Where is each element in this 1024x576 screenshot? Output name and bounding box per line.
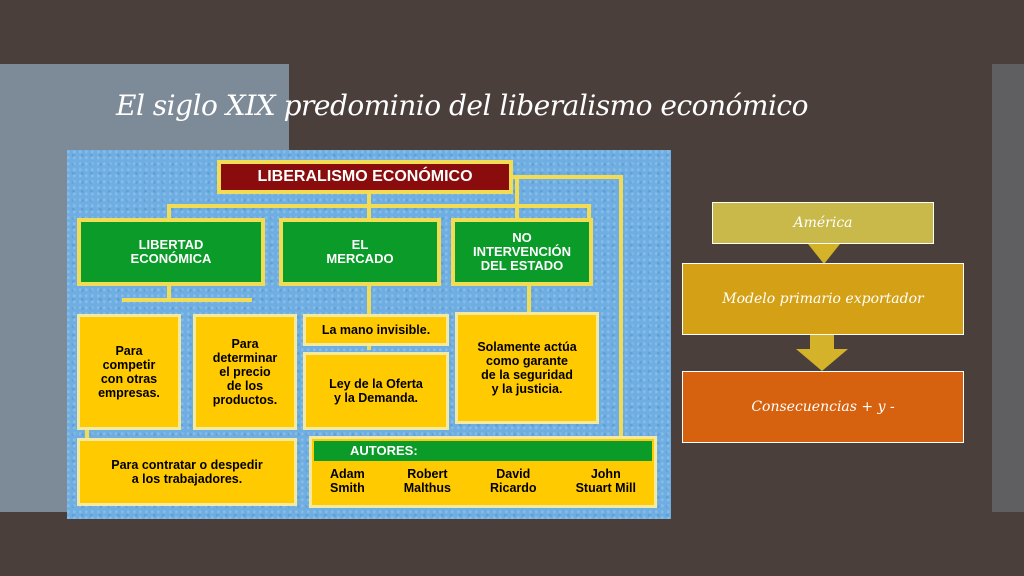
liberalismo-concept-map: LIBERALISMO ECONÓMICO LIBERTAD ECONÓMICA… [67, 150, 671, 519]
connector-line [511, 175, 621, 179]
connector-line [515, 175, 519, 220]
pillar-mercado: EL MERCADO [279, 218, 441, 286]
root-box: LIBERALISMO ECONÓMICO [217, 160, 513, 194]
mercado-oferta-demanda: Ley de la Oferta y la Demanda. [303, 352, 449, 430]
chevron-down-icon [796, 335, 848, 371]
connector-line [587, 204, 591, 220]
connector-line [527, 284, 531, 314]
author-mill: John Stuart Mill [575, 467, 636, 495]
flow-arrow-down [808, 244, 840, 264]
pillar-libertad: LIBERTAD ECONÓMICA [77, 218, 265, 286]
flow-box-modelo: Modelo primario exportador [682, 263, 964, 335]
connector-line [167, 284, 171, 300]
slide-title: El siglo XIX predominio del liberalismo … [116, 89, 808, 122]
authors-panel: AUTORES: Adam Smith Robert Malthus David… [309, 436, 657, 508]
pillar-no-intervencion: NO INTERVENCIÓN DEL ESTADO [451, 218, 593, 286]
authors-label: AUTORES: [314, 441, 652, 461]
libertad-competir: Para competir con otras empresas. [77, 314, 181, 430]
flow-box-america: América [712, 202, 934, 244]
connector-line [367, 192, 371, 206]
connector-line [167, 204, 587, 208]
flow-box-consecuencias: Consecuencias + y - [682, 371, 964, 443]
right-edge-strip [992, 64, 1024, 512]
connector-line [85, 430, 89, 440]
connector-line [122, 298, 252, 302]
author-smith: Adam Smith [330, 467, 365, 495]
libertad-contratar: Para contratar o despedir a los trabajad… [77, 438, 297, 506]
authors-list: Adam Smith Robert Malthus David Ricardo … [312, 467, 654, 495]
author-ricardo: David Ricardo [490, 467, 537, 495]
estado-garante: Solamente actúa como garante de la segur… [455, 312, 599, 424]
flow-arrow-down [796, 335, 848, 371]
libertad-precio: Para determinar el precio de los product… [193, 314, 297, 430]
connector-line [167, 204, 171, 220]
author-malthus: Robert Malthus [403, 467, 451, 495]
mercado-mano-invisible: La mano invisible. [303, 314, 449, 346]
connector-line [619, 175, 623, 440]
connector-line [367, 204, 371, 220]
